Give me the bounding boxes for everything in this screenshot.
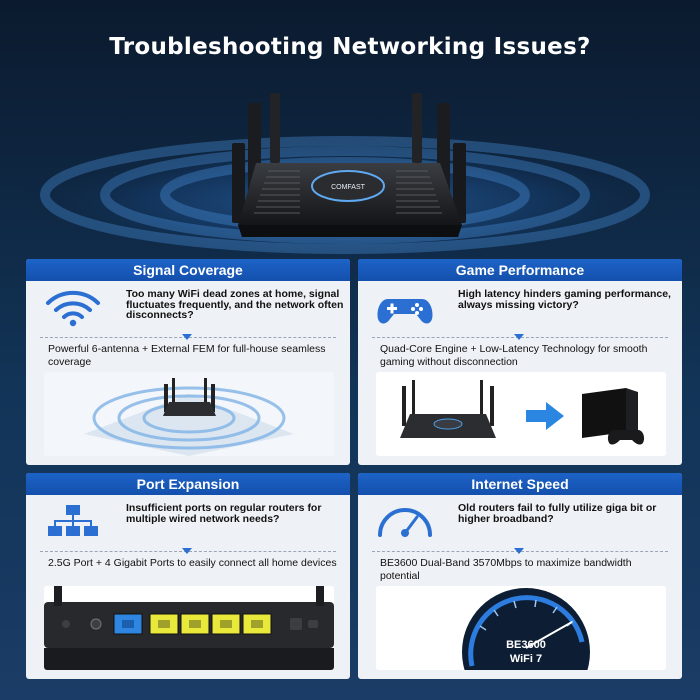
problem-row: High latency hinders gaming performance,… (372, 287, 672, 329)
problem-text: High latency hinders gaming performance,… (458, 288, 671, 311)
solution-text: 2.5G Port + 4 Gigabit Ports to easily co… (48, 557, 337, 569)
problem-text: Too many WiFi dead zones at home, signal… (126, 288, 344, 321)
arrow-down-icon (182, 548, 192, 554)
ports-illustration (44, 586, 334, 670)
solution-text: Quad-Core Engine + Low-Latency Technolog… (380, 343, 648, 368)
gamepad-icon (374, 289, 436, 327)
card-header: Signal Coverage (26, 259, 350, 281)
antenna (270, 93, 280, 163)
problem-row: Insufficient ports on regular routers fo… (40, 501, 340, 543)
gauge-label-line1: BE3600 (506, 639, 546, 651)
card-header: Game Performance (358, 259, 682, 281)
problem-text: Old routers fail to fully utilize giga b… (458, 502, 657, 525)
solution-text: Powerful 6-antenna + External FEM for fu… (48, 343, 326, 368)
antenna (232, 143, 245, 223)
antenna (453, 143, 466, 223)
hero-router-image: COMFAST (0, 85, 700, 255)
arrow-down-icon (182, 334, 192, 340)
coverage-illustration (44, 372, 334, 456)
page-title: Troubleshooting Networking Issues? (109, 34, 591, 60)
card-port-expansion: Port Expansion Insufficient ports on reg… (26, 473, 350, 679)
card-game-performance: Game Performance High latency hinders ga… (358, 259, 682, 465)
hero-router-svg: COMFAST (15, 93, 675, 255)
problem-row: Too many WiFi dead zones at home, signal… (40, 287, 343, 329)
gaming-illustration (376, 372, 666, 456)
card-internet-speed: Internet Speed Old routers fail to fully… (358, 473, 682, 679)
gauge-label-line2: WiFi 7 (510, 653, 542, 665)
wifi-icon (42, 289, 104, 327)
network-topology-icon (42, 503, 104, 541)
arrow-down-icon (514, 548, 524, 554)
arrow-down-icon (514, 334, 524, 340)
card-signal-coverage: Signal Coverage Too many WiFi dead zones… (26, 259, 350, 465)
speed-gauge-illustration: BE3600 WiFi 7 (376, 586, 666, 670)
router-logo-text: COMFAST (331, 184, 366, 191)
card-header: Internet Speed (358, 473, 682, 495)
problem-row: Old routers fail to fully utilize giga b… (372, 501, 672, 543)
speedometer-icon (374, 503, 436, 541)
card-header: Port Expansion (26, 473, 350, 495)
arrow-right-icon (526, 402, 564, 430)
antenna (412, 93, 422, 163)
solution-text: BE3600 Dual-Band 3570Mbps to maximize ba… (380, 557, 632, 582)
problem-text: Insufficient ports on regular routers fo… (126, 502, 322, 525)
